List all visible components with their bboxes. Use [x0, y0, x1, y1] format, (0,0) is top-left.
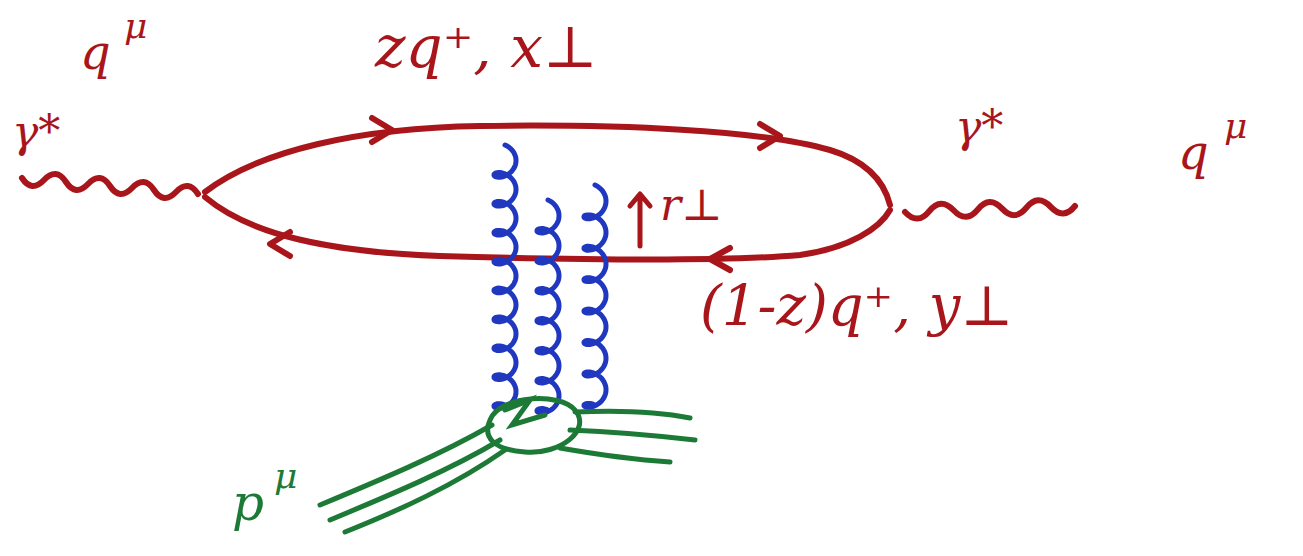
target-line	[320, 425, 492, 505]
target-blob	[488, 399, 580, 453]
arrow-head	[372, 118, 392, 142]
target-line	[330, 440, 500, 520]
dipole-size-label: r⊥	[660, 183, 722, 227]
photon-momentum: q	[1178, 128, 1209, 176]
gluon-line	[537, 200, 559, 413]
index-label: μ	[124, 8, 147, 44]
target-line	[560, 448, 670, 462]
target-zigzag	[505, 400, 545, 425]
momentum-label: (1-z)q⁺, y⊥	[700, 278, 1013, 334]
gluon-line	[584, 185, 606, 407]
photon-line	[22, 174, 198, 198]
gluon-line	[494, 145, 516, 408]
target-momentum: p	[232, 478, 264, 528]
target-line	[570, 430, 695, 440]
arrow-head	[270, 232, 290, 256]
momentum-label: zq⁺, x⊥	[375, 18, 597, 76]
photon-line	[905, 200, 1075, 218]
dipole-size-arrow	[630, 194, 650, 246]
quark-line	[205, 126, 890, 205]
index-label: μ	[274, 458, 297, 494]
photon-label: γ*	[955, 105, 1003, 149]
arrow-head	[760, 124, 780, 148]
target-line	[345, 450, 505, 532]
target-line	[575, 411, 690, 418]
index-label: μ	[1224, 108, 1247, 144]
photon-label: γ*	[12, 110, 60, 154]
photon-momentum: q	[80, 28, 111, 76]
arrow-head	[710, 248, 730, 270]
